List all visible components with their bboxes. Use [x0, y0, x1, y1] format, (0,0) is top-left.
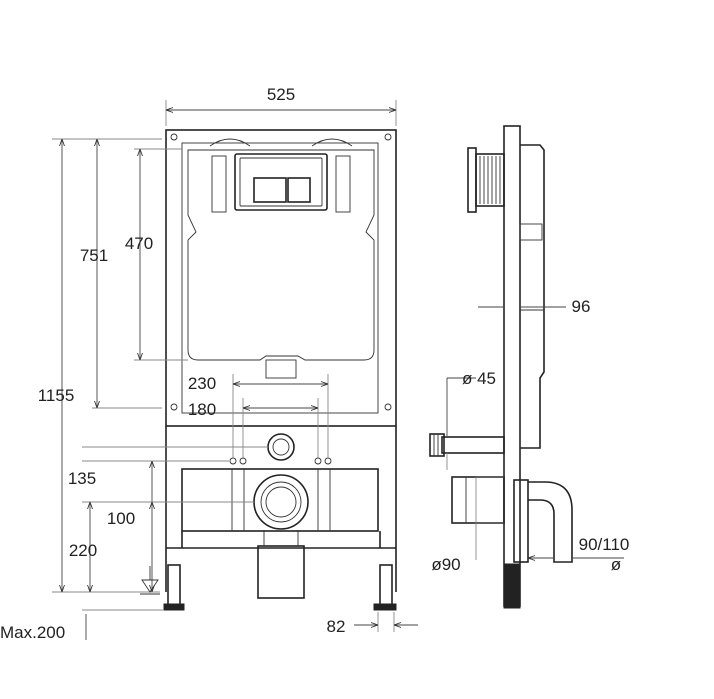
bottom-bracket — [181, 468, 379, 532]
dim-outlet-diameter-symbol: ø — [611, 555, 621, 574]
drain-outlet — [253, 474, 309, 530]
side-cistern — [520, 144, 545, 449]
dim-width-525: 525 — [267, 85, 295, 104]
dim-spacing-230: 230 — [188, 374, 216, 393]
side-frame-bar — [503, 125, 521, 607]
corner-screws — [170, 133, 392, 411]
dim-foot-82: 82 — [327, 617, 346, 636]
flush-plate-frame — [234, 153, 328, 211]
dim-height-470: 470 — [125, 234, 153, 253]
dim-height-1155: 1155 — [38, 386, 75, 405]
dim-depth-96: 96 — [572, 297, 591, 316]
leg-frame — [165, 426, 397, 592]
outlet-elbow — [513, 479, 573, 563]
cistern-tank — [187, 149, 375, 361]
right-foot — [379, 564, 393, 606]
water-inlet-pipe — [429, 433, 505, 457]
flush-button-large — [253, 177, 287, 203]
dim-height-100: 100 — [107, 509, 135, 528]
dim-height-220: 220 — [69, 541, 97, 560]
dim-diameter-90: ø90 — [431, 555, 460, 574]
dim-spacing-180: 180 — [188, 400, 216, 419]
front-dimensions: 525 1155 751 470 230 180 135 100 — [0, 85, 418, 642]
floor-level-icon — [140, 566, 160, 595]
frame-inner — [181, 142, 379, 414]
left-foot — [167, 564, 181, 606]
frame-outer — [165, 129, 397, 427]
dim-outlet-90-110: 90/110 — [579, 535, 630, 554]
dim-max-200: Max.200 — [0, 623, 65, 642]
drain-pipe — [257, 545, 305, 599]
dim-diameter-45: ø 45 — [462, 369, 496, 388]
drain-pipe-side — [451, 476, 505, 524]
side-view — [429, 125, 573, 609]
mounting-holes — [229, 457, 332, 465]
dim-height-751: 751 — [80, 246, 108, 265]
flush-actuator — [467, 147, 505, 213]
flush-button-small — [287, 177, 311, 203]
water-inlet — [267, 433, 295, 461]
side-dimensions: 96 ø 45 ø90 90/110 ø — [431, 297, 629, 574]
front-view — [163, 129, 397, 611]
dim-height-135: 135 — [68, 469, 96, 488]
